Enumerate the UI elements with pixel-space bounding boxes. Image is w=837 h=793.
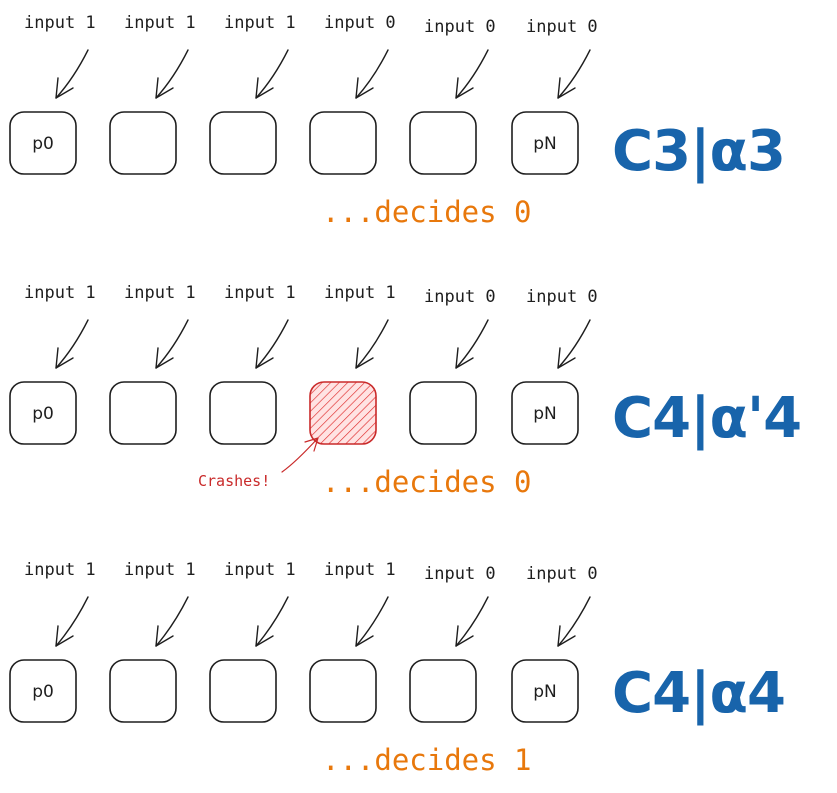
input-label: input 1 <box>24 283 96 303</box>
input-arrow <box>255 596 289 647</box>
decision-label: ...decides 1 <box>322 743 532 777</box>
input-arrow <box>55 319 89 369</box>
process-label: p0 <box>32 682 54 702</box>
crash-annotation: Crashes! <box>198 437 319 490</box>
process-label: p0 <box>32 134 54 154</box>
input-label: input 0 <box>424 564 496 584</box>
input-arrow <box>355 319 389 369</box>
input-arrow <box>155 49 189 99</box>
input-arrow <box>355 49 389 99</box>
input-arrow <box>255 49 289 99</box>
process-box <box>209 381 277 445</box>
input-arrow <box>455 596 489 647</box>
input-label: input 0 <box>526 17 598 37</box>
input-arrow <box>255 319 289 369</box>
process-box <box>9 111 77 175</box>
process-box <box>9 381 77 445</box>
process-box <box>511 659 579 723</box>
process-box <box>9 659 77 723</box>
configuration-label: C4|α'4 <box>612 386 801 451</box>
input-arrow <box>557 49 591 99</box>
input-arrow <box>455 49 489 99</box>
process-box <box>409 659 477 723</box>
process-box <box>109 381 177 445</box>
config-row: input 1 p0 input 1 input 1 input 1 input 0 inp… <box>9 560 786 777</box>
process-label: p0 <box>32 404 54 424</box>
input-label: input 0 <box>424 287 496 307</box>
input-label: input 0 <box>324 13 396 33</box>
process-label: pN <box>533 682 557 702</box>
crashed-process-box <box>309 381 377 445</box>
process-label: pN <box>533 134 557 154</box>
process-box <box>409 111 477 175</box>
configuration-label: C3|α3 <box>612 119 785 184</box>
input-arrow <box>455 319 489 369</box>
input-label: input 1 <box>24 560 96 580</box>
config-row: input 1 p0 input 1 input 1 input 1 input 0 inp… <box>9 283 802 499</box>
process-box <box>511 111 579 175</box>
input-arrow <box>557 319 591 369</box>
process-box <box>309 111 377 175</box>
process-box <box>309 659 377 723</box>
process-box <box>109 111 177 175</box>
input-arrow <box>155 596 189 647</box>
process-label: pN <box>533 404 557 424</box>
process-box <box>209 659 277 723</box>
input-arrow <box>55 49 89 99</box>
input-label: input 1 <box>124 283 196 303</box>
process-box <box>409 381 477 445</box>
input-label: input 1 <box>124 560 196 580</box>
input-label: input 1 <box>124 13 196 33</box>
input-label: input 1 <box>324 560 396 580</box>
input-arrow <box>355 596 389 647</box>
input-arrow <box>557 596 591 647</box>
crash-label: Crashes! <box>198 472 270 490</box>
input-arrow <box>55 596 89 647</box>
input-label: input 0 <box>424 17 496 37</box>
input-label: input 1 <box>24 13 96 33</box>
input-label: input 0 <box>526 287 598 307</box>
input-label: input 0 <box>526 564 598 584</box>
decision-label: ...decides 0 <box>322 195 532 229</box>
decision-label: ...decides 0 <box>322 465 532 499</box>
input-label: input 1 <box>324 283 396 303</box>
input-label: input 1 <box>224 13 296 33</box>
input-label: input 1 <box>224 560 296 580</box>
input-label: input 1 <box>224 283 296 303</box>
process-box <box>109 659 177 723</box>
input-arrow <box>155 319 189 369</box>
process-box <box>511 381 579 445</box>
process-box <box>209 111 277 175</box>
configuration-label: C4|α4 <box>612 661 785 726</box>
config-row: input 1 p0 input 1 input 1 input 0 input 0 inp… <box>9 13 786 229</box>
